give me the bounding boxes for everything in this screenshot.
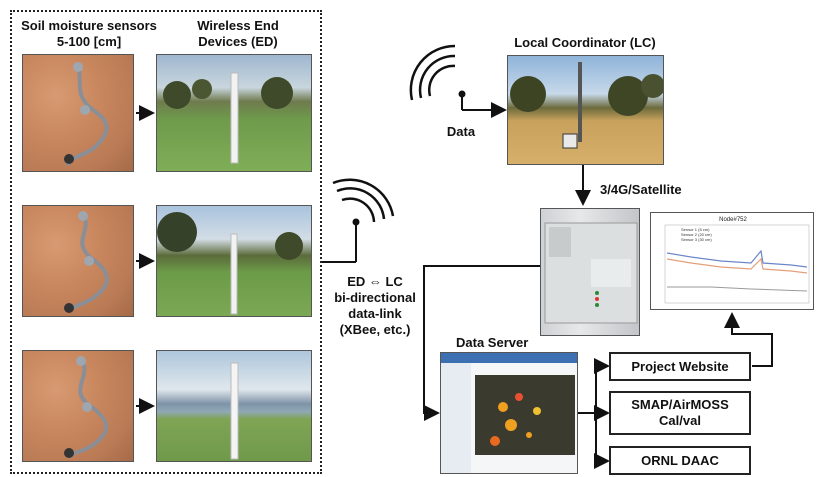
local-coordinator-label: Local Coordinator (LC) [514,35,656,50]
soil-sensors-label: Soil moisture sensors 5-100 [cm] [21,18,157,49]
ornl-daac-box: ORNL DAAC [609,446,751,475]
chart-thumbnail: Node#752 Sensor 1 (5 cm) Sensor 2 (20 cm… [650,212,814,310]
data-server-label: Data Server [456,335,529,350]
project-website-box: Project Website [609,352,751,381]
arrow-website-chart [724,312,773,367]
chart-thumbnail-series-3 [667,286,808,292]
network-label: 3/4G/Satellite [600,182,682,197]
link-label: ED ⇔ LC bi-directional data-link (XBee, … [334,274,416,337]
local-coordinator-photo [507,55,664,165]
wireless-signal-icon-ed [322,178,395,263]
smap-airmoss-box: SMAP/AirMOSS Cal/val [609,391,751,435]
chart-thumbnail-legend-1: Sensor 1 (5 cm) [681,227,710,232]
field-devices-group [10,10,322,474]
soil-sensor-photo-2 [22,205,134,317]
soil-sensor-photo-3 [22,350,134,462]
chart-thumbnail-series-1 [666,249,808,268]
server-hardware-photo [540,208,640,336]
data-label: Data [446,124,476,139]
chart-thumbnail-series-2 [666,257,808,274]
wireless-signal-icon-lc [409,44,507,118]
arrow-server-dataserver [423,265,540,421]
end-devices-label: Wireless End Devices (ED) [197,18,279,49]
soil-sensor-photo-1 [22,54,134,172]
arrow-dataserver-outputs [578,358,610,469]
chart-thumbnail-title: Node#752 [719,217,747,223]
chart-thumbnail-legend-3: Sensor 3 (30 cm) [681,237,712,242]
data-server-screenshot [440,352,578,474]
end-device-photo-2 [156,205,312,317]
end-device-photo-3 [156,350,312,462]
chart-thumbnail-legend-2: Sensor 2 (20 cm) [681,232,712,237]
end-device-photo-1 [156,54,312,172]
